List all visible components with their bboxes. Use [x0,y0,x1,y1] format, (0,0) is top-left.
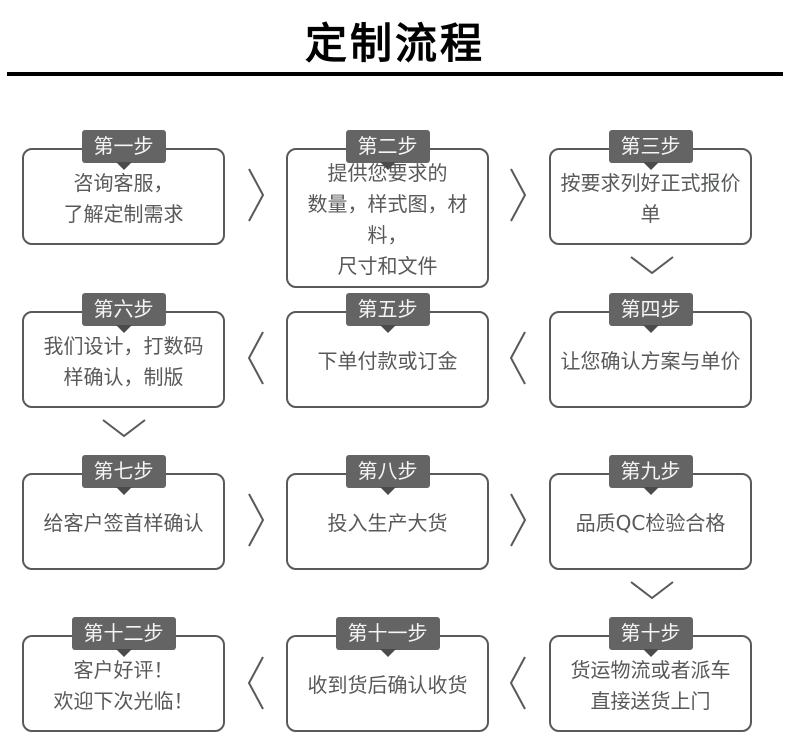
step-badge: 第二步 [345,130,430,170]
badge-tail-icon [642,162,659,170]
step-badge: 第十一步 [335,617,440,657]
step-card-12: 第十二步 客户好评！ 欢迎下次光临！ [22,617,225,732]
page-title: 定制流程 [304,19,485,68]
step-badge-label: 第六步 [93,297,154,321]
step-card-8: 第八步 投入生产大货 [286,455,489,570]
chevron-down-icon [629,580,675,601]
step-badge-label: 第四步 [620,297,681,321]
step-card-10: 第十步 货运物流或者派车直接送货上门 [549,617,752,732]
chevron-right-icon [508,491,528,549]
step-badge-label: 第十一步 [347,621,428,645]
step-text-line: 了解定制需求 [63,201,184,226]
chevron-right-icon [246,166,266,224]
step-text-line: 数量，样式图，材料， [307,192,468,247]
badge-tail-icon [642,649,659,657]
chevron-left-icon [246,329,266,387]
step-badge: 第八步 [345,455,430,495]
step-badge: 第三步 [608,130,693,170]
step-text-line: 欢迎下次光临！ [53,688,194,713]
step-badge: 第九步 [608,455,693,495]
step-text-line: 收到货后确认收货 [307,673,468,697]
step-text-line: 让您确认方案与单价 [560,349,741,373]
step-badge-label: 第十步 [620,621,681,645]
step-text-line: 咨询客服， [73,170,174,195]
badge-tail-icon [115,162,132,170]
step-card-7: 第七步 给客户签首样确认 [22,455,225,570]
step-text-line: 样确认，制版 [63,364,184,389]
step-badge: 第十二步 [71,617,176,657]
chevron-right-icon [246,491,266,549]
step-card-1: 第一步 咨询客服， 了解定制需求 [22,130,225,245]
badge-tail-icon [642,325,659,333]
step-text-line: 货运物流或者派车 [570,657,731,682]
step-badge: 第十步 [608,617,693,657]
badge-tail-icon [379,649,396,657]
chevron-left-icon [508,329,528,387]
step-badge: 第七步 [81,455,166,495]
badge-tail-icon [379,162,396,170]
badge-tail-icon [379,487,396,495]
chevron-left-icon [508,654,528,712]
step-text-line: 尺寸和文件 [337,254,438,278]
badge-tail-icon [115,325,132,333]
step-text-line: 品质QC检验合格 [575,511,726,535]
chevron-down-icon [101,418,147,439]
step-badge-label: 第五步 [357,297,418,321]
step-text-line: 我们设计，打数码 [43,333,204,358]
chevron-right-icon [508,166,528,224]
step-text-line: 下单付款或订金 [317,349,458,373]
step-badge-label: 第二步 [357,134,418,158]
step-text-line: 直接送货上门 [590,688,711,713]
step-badge: 第一步 [81,130,166,170]
step-card-6: 第六步 我们设计，打数码样确认，制版 [22,293,225,408]
badge-tail-icon [115,649,132,657]
title-divider [7,72,783,76]
step-card-2: 第二步 提供您要求的数量，样式图，材料，尺寸和文件 [286,130,489,288]
step-badge: 第四步 [608,293,693,333]
step-badge: 第六步 [81,293,166,333]
step-badge-label: 第一步 [93,134,154,158]
badge-tail-icon [379,325,396,333]
step-card-4: 第四步 让您确认方案与单价 [549,293,752,408]
step-text-line: 给客户签首样确认 [43,511,204,535]
step-badge: 第五步 [345,293,430,333]
badge-tail-icon [115,487,132,495]
chevron-down-icon [629,255,675,276]
step-badge-label: 第三步 [620,134,681,158]
step-card-3: 第三步 按要求列好正式报价单 [549,130,752,245]
step-badge-label: 第八步 [357,459,418,483]
chevron-left-icon [246,654,266,712]
step-card-11: 第十一步 收到货后确认收货 [286,617,489,732]
step-badge-label: 第九步 [620,459,681,483]
step-badge-label: 第七步 [93,459,154,483]
step-card-9: 第九步 品质QC检验合格 [549,455,752,570]
step-text-line: 按要求列好正式报价单 [560,170,741,226]
step-text-line: 客户好评！ [73,657,174,682]
step-badge-label: 第十二步 [83,621,164,645]
step-card-5: 第五步 下单付款或订金 [286,293,489,408]
badge-tail-icon [642,487,659,495]
step-text-line: 投入生产大货 [327,511,448,535]
step-text: 按要求列好正式报价单 [549,148,752,245]
